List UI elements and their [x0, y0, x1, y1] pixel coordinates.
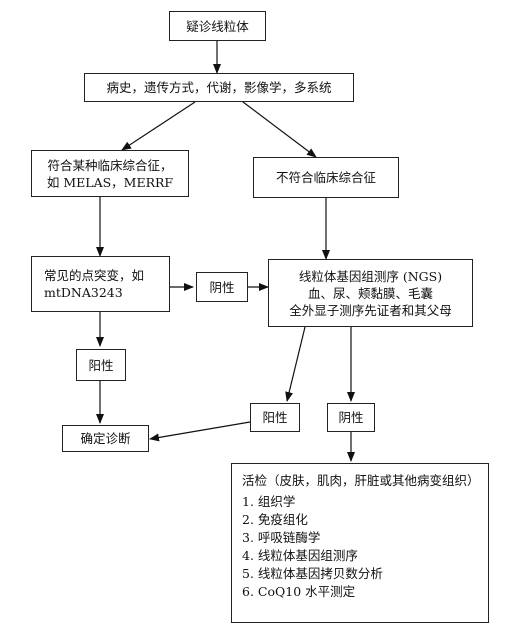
negative-result-node-2: 阴性	[327, 403, 375, 432]
suspected-mitochondrial-node: 疑诊线粒体	[169, 11, 266, 41]
biopsy-title: 活检（皮肤，肌肉，肝脏或其他病变组织）	[242, 473, 480, 488]
biopsy-test-list: 1. 组织学 2. 免疫组化 3. 呼吸链酶学 4. 线粒体基因组测序 5. 线…	[242, 493, 478, 601]
edge-history-to-no-syndrome	[242, 101, 317, 158]
syndrome-match-line-1: 符合某种临床综合征，	[47, 157, 173, 173]
confirmed-diagnosis-node: 确定诊断	[62, 425, 149, 452]
edge-positive-to-diagnosis-2	[149, 421, 251, 442]
syndrome-match-line-2: 如 MELAS，MERRF	[46, 174, 174, 190]
history-assessment-node: 病史，遗传方式，代谢，影像学，多系统	[84, 73, 354, 102]
negative-result-node-1: 阴性	[196, 272, 248, 302]
ngs-sequencing-node: 线粒体基因组测序 (NGS) 血、尿、颊黏膜、毛囊 全外显子测序先证者和其父母	[268, 259, 473, 327]
point-mutation-line-1: 常见的点突变，如	[44, 268, 145, 283]
positive-result-node-2: 阳性	[250, 403, 300, 432]
edge-history-to-syndrome	[121, 101, 196, 151]
biopsy-test-item: 6. CoQ10 水平测定	[242, 584, 356, 599]
no-syndrome-node: 不符合临床综合征	[253, 157, 399, 198]
positive-result-node-1: 阳性	[76, 349, 126, 381]
negative-result-label-1: 阴性	[209, 279, 235, 295]
edge-ngs-to-positive	[285, 326, 306, 402]
no-syndrome-label: 不符合临床综合征	[275, 170, 376, 185]
biopsy-test-item: 3. 呼吸链酶学	[242, 530, 321, 545]
ngs-line-2: 血、尿、颊黏膜、毛囊	[307, 285, 433, 301]
point-mutation-line-2: mtDNA3243	[44, 285, 123, 300]
negative-result-label-2: 阴性	[338, 410, 364, 425]
biopsy-test-item: 5. 线粒体基因拷贝数分析	[242, 566, 383, 581]
positive-result-label-1: 阳性	[88, 357, 114, 373]
confirmed-diagnosis-label: 确定诊断	[80, 431, 131, 446]
biopsy-test-item: 4. 线粒体基因组测序	[242, 548, 358, 563]
biopsy-test-item: 2. 免疫组化	[242, 512, 308, 527]
biopsy-node: 活检（皮肤，肌肉，肝脏或其他病变组织） 1. 组织学 2. 免疫组化 3. 呼吸…	[231, 463, 489, 623]
point-mutation-node: 常见的点突变，如 mtDNA3243	[31, 256, 170, 312]
suspected-mitochondrial-label: 疑诊线粒体	[186, 18, 249, 34]
ngs-line-1: 线粒体基因组测序 (NGS)	[298, 268, 443, 284]
ngs-line-3: 全外显子测序先证者和其父母	[289, 302, 452, 318]
positive-result-label-2: 阳性	[262, 410, 288, 425]
syndrome-match-node: 符合某种临床综合征， 如 MELAS，MERRF	[31, 150, 189, 197]
biopsy-test-item: 1. 组织学	[242, 494, 296, 509]
history-assessment-label: 病史，遗传方式，代谢，影像学，多系统	[106, 80, 332, 95]
